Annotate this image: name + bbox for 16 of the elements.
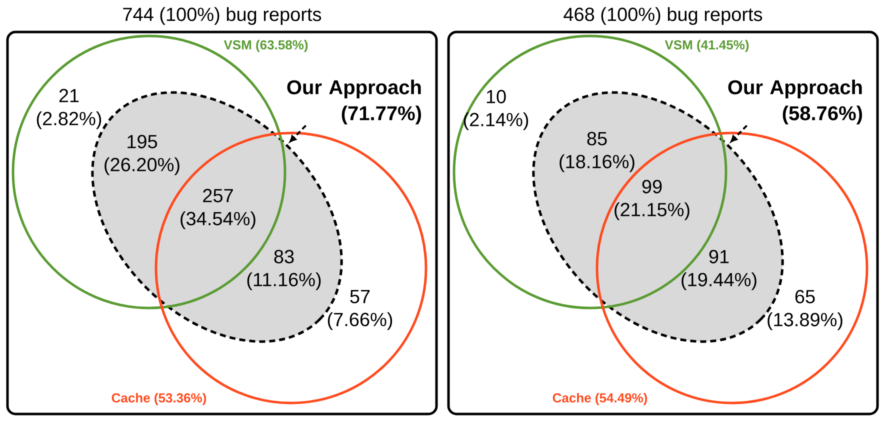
region-count: 21 (2.82%) (36, 88, 102, 130)
region-count: 257 (34.54%) (180, 188, 256, 230)
node-label: 744 (100%) bug reports (123, 7, 322, 25)
region-count: 10 (2.14%) (464, 90, 528, 130)
region-count: 65 (13.89%) (768, 290, 842, 330)
region-count: 195 (26.20%) (104, 134, 180, 176)
region-count: 91 (19.44%) (682, 250, 756, 290)
annotation-text: Our Approach (58.76%) (728, 80, 862, 124)
region-count: 85 (18.16%) (560, 132, 634, 172)
region-count: 99 (21.15%) (614, 180, 690, 220)
region-count: 57 (7.66%) (328, 290, 392, 330)
annotation-text: Our Approach (71.77%) (287, 80, 421, 124)
node-label: 468 (100%) bug reports (564, 7, 762, 25)
region-count: 83 (11.16%) (247, 250, 321, 290)
arrow (290, 124, 307, 142)
arrow (730, 124, 748, 142)
